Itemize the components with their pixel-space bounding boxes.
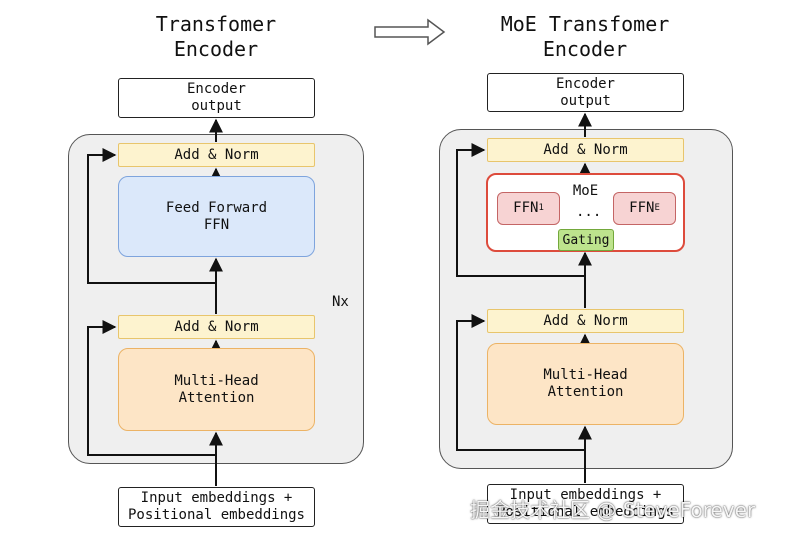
expert-1-base: FFN — [513, 200, 539, 216]
left-input-line2: Positional embeddings — [127, 507, 305, 523]
right-output-line1: Encoder — [555, 75, 615, 92]
left-ffn-line2: FFN — [203, 216, 230, 233]
experts-ellipsis: ... — [576, 204, 602, 220]
expert-e-sub: E — [654, 203, 660, 213]
right-input-line1: Input embeddings + — [509, 487, 662, 503]
left-input-line1: Input embeddings + — [140, 490, 293, 506]
right-title-line1: MoE Transfomer — [500, 12, 670, 36]
right-add-norm-top: Add & Norm — [487, 138, 684, 162]
transition-arrow-icon — [374, 18, 446, 46]
left-multi-head-attention-box: Multi-Head Attention — [118, 348, 315, 431]
right-add-norm-bottom: Add & Norm — [487, 309, 684, 333]
left-input-embeddings-box: Input embeddings + Positional embeddings — [118, 487, 315, 527]
right-add-norm-bottom-label: Add & Norm — [543, 312, 628, 329]
left-add-norm-top: Add & Norm — [118, 143, 315, 167]
left-title: Transfomer Encoder — [116, 12, 316, 62]
left-encoder-output-box: Encoder output — [118, 78, 315, 118]
gating-box: Gating — [558, 229, 614, 251]
right-mha-line1: Multi-Head — [543, 367, 628, 383]
left-title-line2: Encoder — [173, 37, 259, 61]
expert-e-base: FFN — [629, 200, 655, 216]
expert-1-sub: 1 — [538, 203, 544, 213]
left-output-line1: Encoder — [186, 81, 246, 97]
right-output-line2: output — [560, 92, 611, 109]
moe-label: MoE — [572, 183, 599, 199]
right-mha-line2: Attention — [547, 384, 624, 400]
right-input-embeddings-box: Input embeddings + Positional embeddings — [487, 484, 684, 524]
right-add-norm-top-label: Add & Norm — [543, 141, 628, 158]
left-add-norm-bottom: Add & Norm — [118, 315, 315, 339]
right-encoder-output-box: Encoder output — [487, 73, 684, 112]
left-add-norm-top-label: Add & Norm — [174, 146, 259, 163]
left-output-line2: output — [191, 98, 242, 114]
watermark: 掘金技术社区 @ SteveForever — [470, 498, 756, 522]
gating-label: Gating — [562, 232, 610, 248]
right-input-line2: Positional embeddings — [496, 504, 674, 520]
right-title-line2: Encoder — [542, 37, 628, 61]
left-feed-forward-box: Feed Forward FFN — [118, 176, 315, 257]
left-title-line1: Transfomer — [155, 12, 277, 36]
repeat-label: Nx — [332, 294, 349, 310]
right-multi-head-attention-box: Multi-Head Attention — [487, 343, 684, 425]
left-mha-line1: Multi-Head — [174, 372, 259, 389]
left-ffn-line1: Feed Forward — [165, 199, 268, 216]
left-mha-line2: Attention — [178, 389, 255, 406]
right-title: MoE Transfomer Encoder — [470, 12, 700, 62]
left-add-norm-bottom-label: Add & Norm — [174, 318, 259, 335]
